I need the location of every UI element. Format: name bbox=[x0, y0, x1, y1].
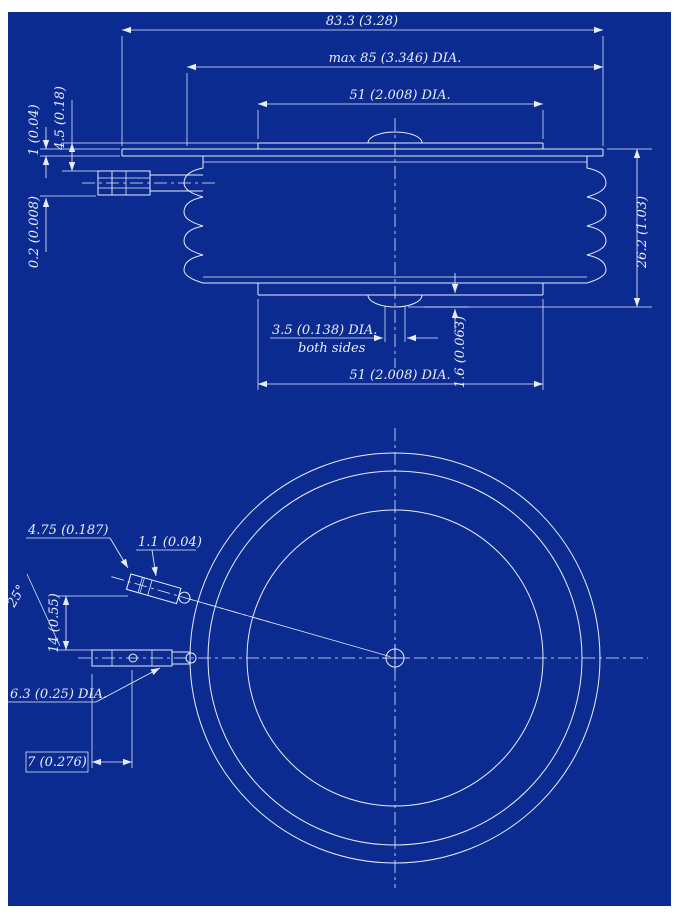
horizontal-gate-lead bbox=[91, 649, 197, 667]
dim-tube-dia: 6.3 (0.25) DIA. bbox=[10, 687, 107, 702]
middle-circle bbox=[207, 470, 583, 846]
dim-lead-projection: 7 (0.276) bbox=[27, 755, 87, 770]
dim-lead-clearance: 0.2 (0.008) bbox=[27, 196, 42, 268]
dim-center-recess-note: both sides bbox=[298, 341, 366, 356]
sheet-background bbox=[8, 12, 671, 906]
angled-gate-terminal bbox=[111, 573, 391, 657]
bottom-view: 4.75 (0.187) 1.1 (0.04) 25° 14 (0.55) 6.… bbox=[4, 428, 648, 888]
dim-height: 26.2 (1.03) bbox=[635, 196, 650, 269]
dim-recess-depth: 1.6 (0.063) bbox=[453, 316, 468, 388]
bottom-view-dimensions: 4.75 (0.187) 1.1 (0.04) 25° 14 (0.55) 6.… bbox=[4, 523, 202, 773]
center-mark bbox=[382, 645, 408, 671]
side-view-dimensions: 83.3 (3.28) max 85 (3.346) DIA. 51 (2.00… bbox=[27, 14, 652, 390]
pole-face-circle bbox=[246, 509, 544, 807]
dim-flange-thickness: 1 (0.04) bbox=[27, 104, 42, 156]
terminal-hole bbox=[128, 653, 138, 663]
dim-terminal-width: 4.75 (0.187) bbox=[27, 523, 108, 538]
bottom-center-electrode bbox=[367, 294, 423, 308]
top-pole-face bbox=[257, 131, 544, 149]
dim-top-pole-dia: 51 (2.008) DIA. bbox=[349, 88, 450, 103]
ceramic-body bbox=[183, 156, 607, 284]
ceramic-fins-left bbox=[183, 156, 204, 284]
ceramic-fins-right bbox=[586, 156, 607, 284]
dim-max-dia: max 85 (3.346) DIA. bbox=[329, 51, 462, 66]
dim-terminal-thickness: 1.1 (0.04) bbox=[138, 535, 202, 550]
dim-bottom-pole-dia: 51 (2.008) DIA. bbox=[349, 368, 450, 383]
gate-lead-side bbox=[82, 170, 218, 196]
dim-flange-offset: 4.5 (0.18) bbox=[53, 86, 68, 151]
top-center-electrode bbox=[367, 131, 423, 144]
dim-center-recess-dia: 3.5 (0.138) DIA. bbox=[272, 323, 377, 338]
flange-disc bbox=[121, 148, 604, 157]
dim-box bbox=[25, 751, 89, 773]
dim-overall-width: 83.3 (3.28) bbox=[326, 14, 398, 29]
gate-tube bbox=[171, 651, 191, 665]
side-view: 83.3 (3.28) max 85 (3.346) DIA. 51 (2.00… bbox=[27, 14, 652, 390]
dim-lead-spacing: 14 (0.55) bbox=[47, 593, 62, 653]
